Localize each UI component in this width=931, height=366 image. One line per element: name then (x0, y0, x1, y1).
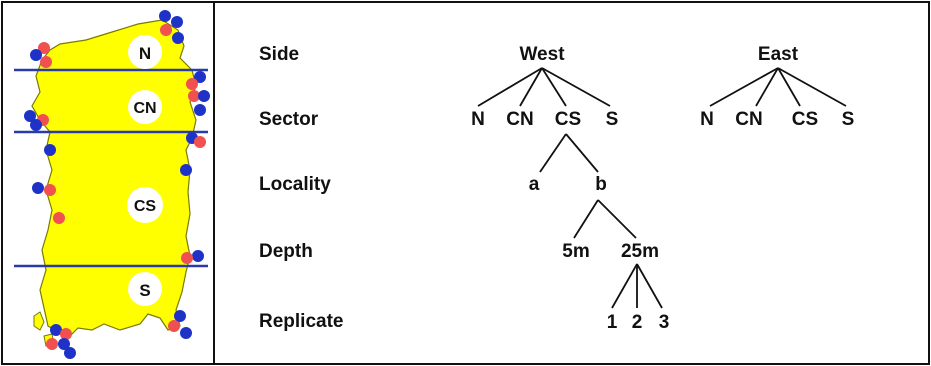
site-marker (174, 310, 186, 322)
level-label-depth: Depth (259, 241, 313, 262)
level-label-side: Side (259, 44, 299, 65)
site-marker (60, 328, 72, 340)
node-locality-a: a (529, 174, 540, 195)
node-replicate-1: 1 (607, 312, 618, 333)
site-marker (44, 184, 56, 196)
site-marker (40, 56, 52, 68)
site-marker (180, 327, 192, 339)
site-marker (38, 42, 50, 54)
site-marker (194, 136, 206, 148)
level-label-locality: Locality (259, 174, 331, 195)
site-marker (50, 324, 62, 336)
tree-nodes: West East N CN CS S N CN CS S a b 5m 25m… (471, 44, 854, 333)
island-islet (33, 311, 45, 331)
site-marker (181, 252, 193, 264)
sampling-sites (24, 10, 210, 359)
site-marker (168, 320, 180, 332)
node-depth-25m: 25m (621, 241, 659, 262)
site-marker (24, 110, 36, 122)
site-marker (186, 78, 198, 90)
level-labels: Side Sector Locality Depth Replicate (259, 44, 343, 332)
tree-connectors (477, 67, 847, 309)
sardinia-map: N CN CS S (14, 10, 210, 359)
site-marker (58, 338, 70, 350)
site-marker (192, 250, 204, 262)
node-depth-5m: 5m (562, 241, 589, 262)
site-marker (172, 32, 184, 44)
node-west-sector-cs: CS (555, 109, 581, 130)
site-marker (194, 71, 206, 83)
node-locality-b: b (595, 174, 607, 195)
site-marker (30, 49, 42, 61)
site-marker (194, 104, 206, 116)
site-marker (44, 144, 56, 156)
site-marker (32, 182, 44, 194)
node-west: West (519, 44, 565, 65)
node-replicate-3: 3 (659, 312, 670, 333)
island-shape (31, 19, 197, 339)
sector-label-cn: CN (128, 90, 162, 124)
node-east-sector-n: N (700, 109, 714, 130)
node-replicate-2: 2 (632, 312, 643, 333)
site-marker (160, 24, 172, 36)
node-west-sector-n: N (471, 109, 485, 130)
node-east-sector-cs: CS (792, 109, 818, 130)
site-marker (180, 164, 192, 176)
node-west-sector-s: S (606, 109, 619, 130)
node-east-sector-s: S (842, 109, 855, 130)
site-marker (198, 90, 210, 102)
site-marker (46, 338, 58, 350)
node-east: East (758, 44, 799, 65)
site-marker (171, 16, 183, 28)
level-label-replicate: Replicate (259, 311, 343, 332)
sector-label-s: S (128, 272, 162, 306)
site-marker (188, 90, 200, 102)
sector-label-n-text: N (139, 44, 151, 63)
sector-label-cs-text: CS (134, 198, 157, 215)
level-label-sector: Sector (259, 109, 319, 130)
site-marker (64, 347, 76, 359)
sector-label-s-text: S (139, 281, 150, 300)
sector-label-cn-text: CN (133, 100, 156, 117)
node-east-sector-cn: CN (735, 109, 762, 130)
sector-label-cs: CS (127, 187, 163, 223)
node-west-sector-cn: CN (506, 109, 533, 130)
site-marker (53, 212, 65, 224)
sector-label-n: N (128, 35, 162, 69)
site-marker (30, 119, 42, 131)
site-marker (159, 10, 171, 22)
